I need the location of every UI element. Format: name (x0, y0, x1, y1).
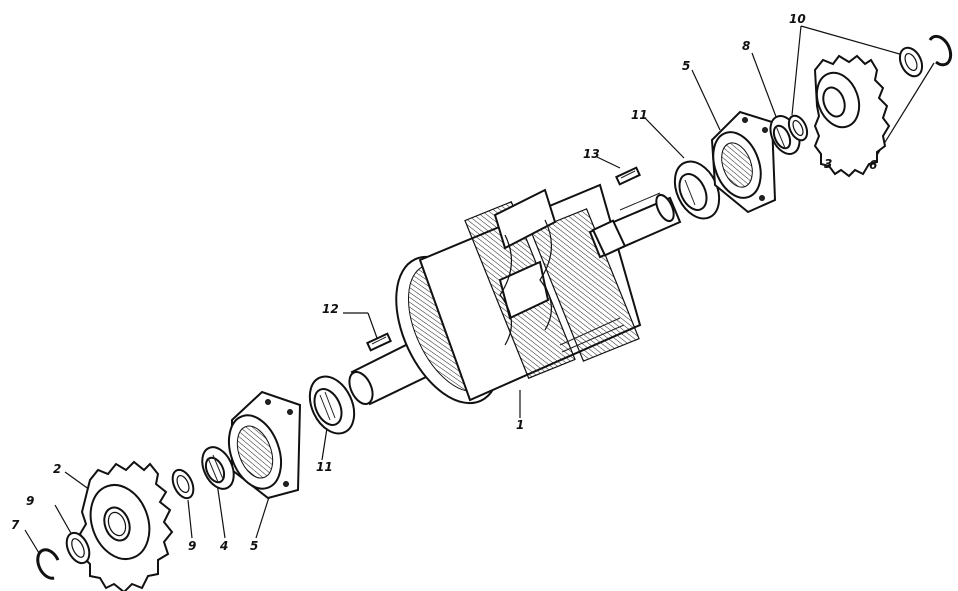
callout-11-left: 11 (316, 460, 333, 474)
callout-5-right: 5 (682, 59, 691, 73)
callout-5-left: 5 (250, 539, 259, 553)
washer-right-inner (787, 114, 809, 142)
snap-ring-left (36, 548, 60, 580)
snap-ring-right (928, 34, 953, 67)
gear-right (813, 54, 891, 178)
roller-bearing-left (201, 446, 235, 490)
callout-9-right: 9 (188, 539, 197, 553)
callout-4: 4 (220, 539, 229, 553)
callout-7: 7 (11, 518, 20, 532)
callout-8: 8 (742, 39, 751, 53)
callout-9-left: 9 (26, 494, 35, 508)
bearing-left (308, 375, 356, 435)
key-right (615, 166, 641, 186)
leader-lines (24, 25, 935, 559)
rotor-drum (348, 183, 682, 406)
washer-left-inner (171, 468, 195, 500)
washer-left-outer (65, 531, 91, 565)
housing-left (227, 390, 302, 500)
gear-left (78, 460, 174, 591)
callout-11-right: 11 (631, 108, 648, 122)
callout-6: 6 (869, 158, 878, 172)
callout-1: 1 (516, 418, 525, 432)
housing-right (710, 110, 777, 214)
callout-12: 12 (322, 302, 339, 316)
callout-3: 3 (824, 157, 833, 171)
key-left (366, 332, 392, 352)
callout-10: 10 (789, 12, 806, 26)
callout-13: 13 (583, 147, 600, 161)
callout-2: 2 (53, 462, 62, 476)
bearing-right (673, 160, 721, 220)
washer-right-outer (898, 46, 924, 78)
